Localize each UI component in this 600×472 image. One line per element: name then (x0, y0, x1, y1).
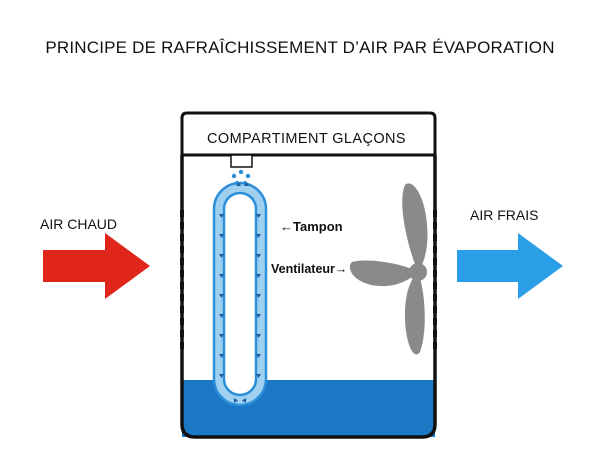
evaporative-pad (212, 181, 268, 407)
tampon-label: ←Tampon (280, 219, 343, 234)
air-frais-label: AIR FRAIS (470, 207, 539, 223)
cool-air-arrow (457, 233, 563, 299)
ventilateur-text: Ventilateur (271, 262, 335, 276)
intake-vent (180, 210, 184, 349)
drip-outlet (230, 154, 253, 168)
compartment-label: COMPARTIMENT GLAÇONS (207, 131, 406, 147)
ventilateur-arrow-icon: → (334, 262, 348, 276)
fan-icon (349, 183, 428, 355)
ventilateur-label: Ventilateur→ (271, 262, 347, 276)
hot-air-arrow (43, 233, 150, 299)
diagram-title: PRINCIPE DE RAFRAÎCHISSEMENT D’AIR PAR É… (45, 38, 555, 57)
cooler-housing (180, 155, 437, 439)
water-flow-arrows (219, 182, 261, 403)
ice-compartment (180, 111, 437, 157)
outlet-vent (433, 210, 437, 349)
air-chaud-label: AIR CHAUD (40, 216, 118, 232)
tampon-arrow-icon: ← (280, 219, 293, 234)
tampon-text: Tampon (293, 219, 343, 234)
